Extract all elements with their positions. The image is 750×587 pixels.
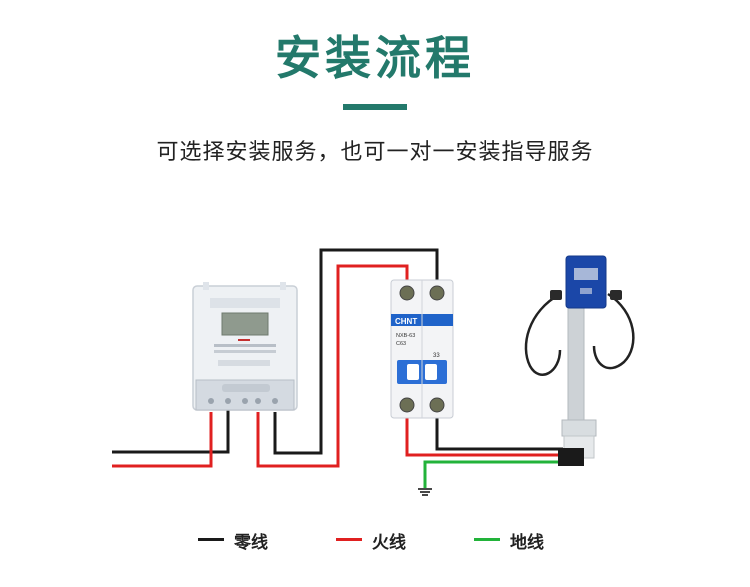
page-subtitle: 可选择安装服务，也可一对一安装指导服务 (156, 140, 594, 165)
legend-swatch-neutral (198, 538, 224, 541)
breaker-brand: CHNT (395, 317, 417, 326)
terminal-screw-icon (399, 285, 415, 301)
neutral-wire-incoming (112, 410, 230, 454)
neutral-wire-breaker-charger (435, 415, 563, 451)
legend-label-live: 火线 (372, 533, 406, 553)
terminal-screw-icon (399, 397, 415, 413)
legend-swatch-ground (474, 538, 500, 541)
neutral-wire-meter-breaker (273, 248, 439, 455)
electric-meter (192, 282, 298, 411)
breaker-rating: C63 (396, 341, 406, 347)
breaker-model: NXB-63 (396, 333, 415, 339)
ev-charger (524, 255, 635, 466)
ground-symbol-icon (418, 488, 432, 496)
terminal-screw-icon (429, 285, 445, 301)
title-underline (343, 104, 407, 110)
legend-label-ground: 地线 (510, 533, 544, 553)
live-wire-incoming (112, 412, 213, 468)
wires (112, 248, 563, 488)
breaker-number: 33 (433, 353, 440, 359)
legend-swatch-live (336, 538, 362, 541)
page-title: 安装流程 (275, 31, 475, 85)
live-wire-meter-breaker (256, 264, 409, 468)
terminal-screw-icon (429, 397, 445, 413)
live-wire-breaker-charger (405, 415, 563, 457)
ground-wire (423, 460, 563, 488)
legend-label-neutral: 零线 (234, 533, 268, 553)
circuit-breaker: CHNT NXB-63 C63 33 (390, 279, 454, 419)
